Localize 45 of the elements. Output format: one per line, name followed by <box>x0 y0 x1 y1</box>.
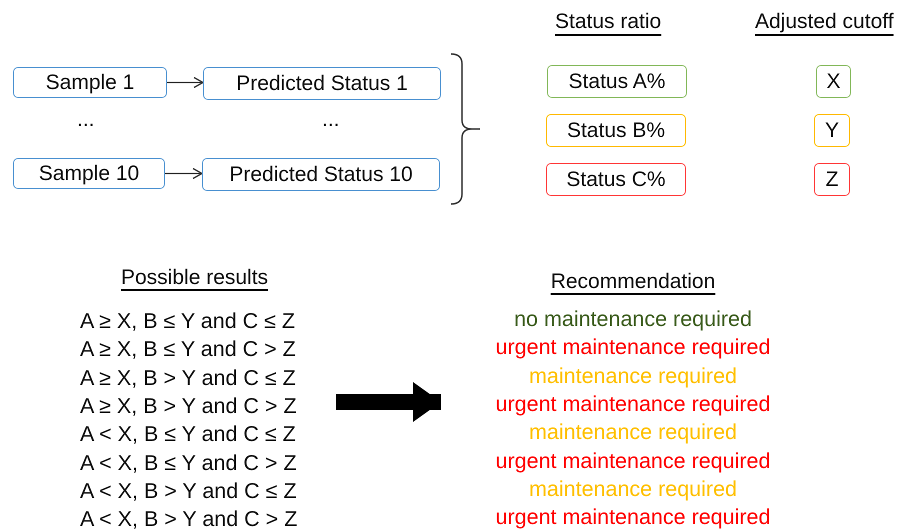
box-text: Predicted Status 10 <box>229 162 413 186</box>
process-box <box>814 163 850 196</box>
box-text: Sample 10 <box>38 162 140 186</box>
condition-row: A < X, B > Y and C ≤ Z <box>80 478 297 504</box>
condition-row: A ≥ X, B > Y and C ≤ Z <box>80 364 296 391</box>
condition-row: A < X, B ≤ Y and C > Z <box>80 450 297 476</box>
condition-row: A ≥ X, B ≤ Y and C > Z <box>80 336 296 362</box>
recommendation-text: no maintenance required <box>514 306 752 332</box>
process-box <box>546 163 686 196</box>
box-text: Z <box>826 168 838 192</box>
condition-row: A ≥ X, B > Y and C > Z <box>80 392 297 419</box>
recommendation-text: urgent maintenance required <box>496 448 770 474</box>
block-arrow <box>336 382 441 422</box>
box-text: Sample 1 <box>46 70 134 94</box>
process-box <box>547 65 687 98</box>
column-heading: Status ratio <box>555 10 662 34</box>
ellipsis: ... <box>322 108 340 132</box>
results-heading: Possible results <box>121 266 268 289</box>
recommendation-text: urgent maintenance required <box>496 334 770 360</box>
condition-row: A ≥ X, B ≤ Y and C ≤ Z <box>80 308 296 334</box>
box-text: Status A% <box>568 70 666 94</box>
recommendation-text: urgent maintenance required <box>496 390 770 417</box>
process-box <box>814 114 850 147</box>
recommendation-text: maintenance required <box>529 476 737 502</box>
recommendation-text: maintenance required <box>529 419 737 446</box>
process-box <box>13 67 167 98</box>
box-text: Y <box>824 118 839 142</box>
column-heading: Adjusted cutoff <box>755 10 894 34</box>
arrow <box>167 76 204 88</box>
box-text: Status B% <box>566 118 666 142</box>
process-box <box>816 65 851 98</box>
box-text: X <box>826 70 840 94</box>
box-text: Predicted Status 1 <box>236 72 408 96</box>
condition-row: A < X, B > Y and C > Z <box>80 506 298 529</box>
process-box <box>203 67 441 100</box>
process-box <box>202 158 440 191</box>
recommendation-heading: Recommendation <box>550 270 716 293</box>
process-box <box>13 158 165 189</box>
condition-row: A < X, B ≤ Y and C ≤ Z <box>80 421 296 448</box>
ellipsis: ... <box>77 108 95 132</box>
process-box <box>546 114 686 147</box>
arrow <box>165 168 203 180</box>
recommendation-text: urgent maintenance required <box>496 504 770 529</box>
recommendation-text: maintenance required <box>529 362 737 389</box>
box-text: Status C% <box>566 168 666 192</box>
